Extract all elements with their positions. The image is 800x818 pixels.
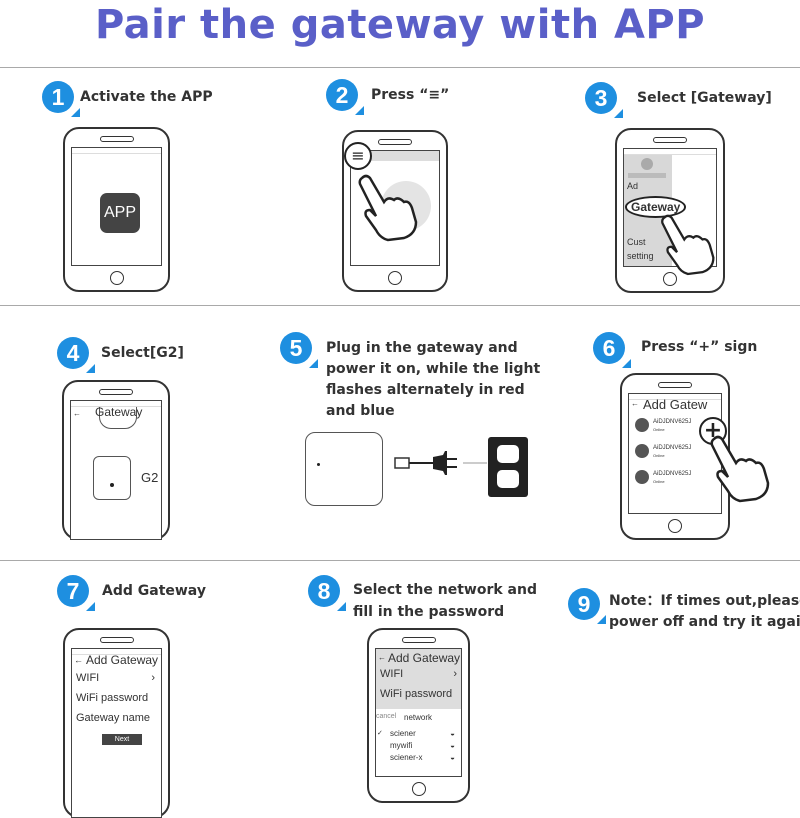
wifi-password-field[interactable]: WiFi password <box>76 692 149 704</box>
step-number-badge: 8 <box>308 575 346 611</box>
step-number-badge: 2 <box>326 79 364 115</box>
pointing-hand-icon <box>710 435 770 503</box>
step-text: Activate the APP <box>80 89 213 105</box>
step-text-line: flashes alternately in red <box>326 382 525 398</box>
step-text: Press “≡” <box>371 87 450 103</box>
step-text-line: Plug in the gateway and <box>326 340 518 356</box>
phone-illustration: ← Gateway G2 <box>62 380 170 540</box>
cancel-button[interactable]: cancel <box>376 713 397 720</box>
gateway-menu-item: Gateway <box>625 196 687 218</box>
divider <box>0 67 800 68</box>
page-title: Pair the gateway with APP <box>94 2 706 48</box>
wifi-password-field[interactable]: WiFi password <box>380 688 453 700</box>
wifi-field[interactable]: WIFI <box>76 672 100 684</box>
wifi-field[interactable]: WIFI <box>380 668 404 680</box>
network-option[interactable]: sciener <box>390 729 416 738</box>
phone-illustration: Ad Cust setting Gateway <box>615 128 725 293</box>
pointing-hand-icon <box>358 174 418 242</box>
screen-header: Gateway <box>95 405 143 419</box>
phone-illustration: APP <box>63 127 170 292</box>
divider <box>0 305 800 306</box>
network-option[interactable]: mywifi <box>390 741 413 750</box>
step-number-badge: 3 <box>585 82 623 118</box>
gateway-name-field[interactable]: Gateway name <box>76 712 150 724</box>
check-icon: ✓ <box>377 730 383 737</box>
screen-header: Add Gatew <box>643 397 708 412</box>
phone-illustration: ← Add Gatew AiDJDNV625J Online AiDJDNV62… <box>620 373 770 540</box>
wall-outlet-icon <box>488 437 528 497</box>
step-text-line: fill in the password <box>353 604 505 620</box>
phone-illustration: ← Add Gateway WIFI › WiFi password cance… <box>367 628 470 803</box>
app-icon: APP <box>100 193 140 233</box>
g2-device-icon[interactable] <box>93 456 131 500</box>
gateway-device-icon <box>305 432 383 506</box>
picker-title: network <box>404 713 433 722</box>
step-number-badge: 4 <box>57 337 95 373</box>
step-text-line: Select the network and <box>353 582 537 598</box>
next-button[interactable]: Next <box>102 734 142 745</box>
screen-header: Add Gateway <box>86 653 159 667</box>
power-cable-icon <box>394 451 487 475</box>
phone-illustration: ≡ <box>342 130 448 292</box>
wifi-signal-icon: ◒◒◒ <box>450 729 455 762</box>
phone-illustration: ← Add Gateway WIFI › WiFi password Gatew… <box>63 628 170 818</box>
step-text: Add Gateway <box>102 583 206 599</box>
network-option[interactable]: sciener-x <box>390 753 423 762</box>
step-number-badge: 7 <box>57 575 95 611</box>
step-number-badge: 6 <box>593 332 631 368</box>
step-text: Select [Gateway] <box>637 90 772 106</box>
divider <box>0 560 800 561</box>
step-number-badge: 9 <box>568 588 606 624</box>
step-text-line: and blue <box>326 403 395 419</box>
step-text: Press “+” sign <box>641 339 758 355</box>
step-text: Select[G2] <box>101 345 184 361</box>
step-number-badge: 1 <box>42 81 80 117</box>
step-number-badge: 5 <box>280 332 318 368</box>
step-text-line: power it on, while the light <box>326 361 541 377</box>
pointing-hand-icon <box>661 214 715 276</box>
note-text-line: power off and try it again. <box>609 614 800 630</box>
g2-label[interactable]: G2 <box>141 470 159 485</box>
note-text-line: Note：If times out,please <box>609 593 800 609</box>
screen-header: Add Gateway <box>388 651 461 665</box>
menu-icon: ≡ <box>344 142 372 170</box>
